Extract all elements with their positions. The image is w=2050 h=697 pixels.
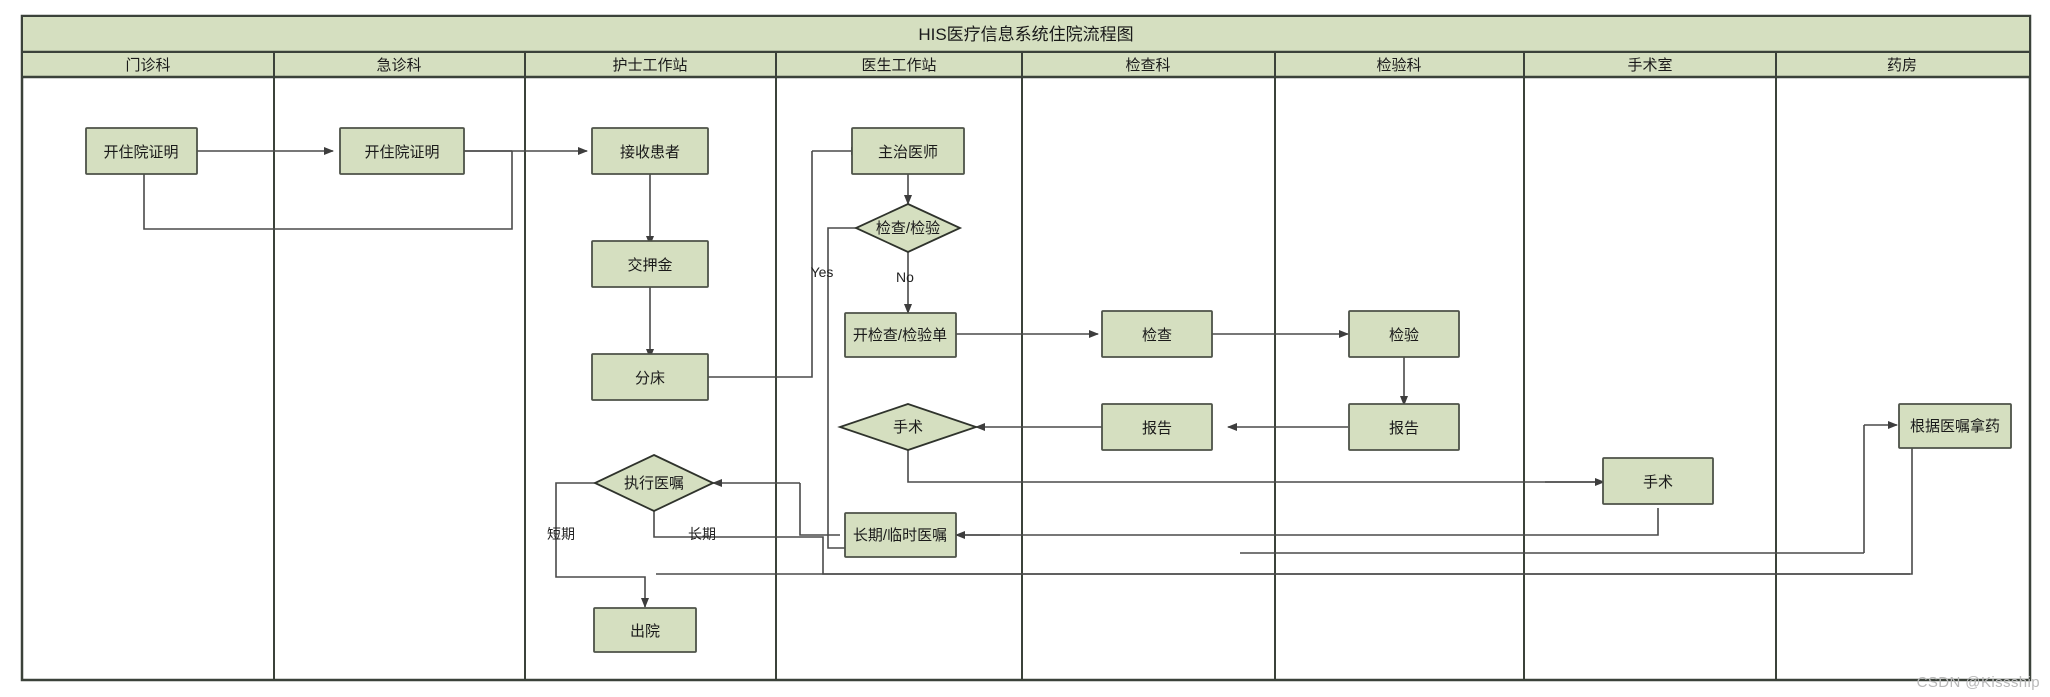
edge-orders-to-execute-route — [799, 483, 840, 536]
node-label: 分床 — [635, 370, 665, 387]
diagram-title: HIS医疗信息系统住院流程图 — [918, 25, 1133, 44]
node-label: 开住院证明 — [364, 143, 439, 161]
node-label: 执行医嘱 — [624, 475, 684, 492]
node-receive-patient[interactable]: 接收患者 — [591, 127, 709, 175]
edge-outpatient-bypass — [143, 151, 513, 230]
lane-header-labels: 门诊科 急诊科 护士工作站 医生工作站 检查科 检验科 手术室 药房 — [125, 57, 1917, 74]
lane-header-doctor-station[interactable]: 医生工作站 — [861, 57, 936, 74]
lane-header-examination[interactable]: 检查科 — [1125, 57, 1170, 74]
node-label: 检查 — [1142, 327, 1172, 344]
node-lab-report[interactable]: 报告 — [1348, 403, 1460, 451]
node-exam-or-lab-decision[interactable]: 检查/检验 — [853, 203, 963, 253]
node-label: 主治医师 — [878, 144, 938, 161]
edge-surgery-decision-to-operation-route — [907, 450, 1604, 483]
node-label: 报告 — [1142, 420, 1172, 437]
node-label: 交押金 — [627, 256, 672, 274]
lane-header-outpatient[interactable]: 门诊科 — [125, 57, 170, 74]
watermark: CSDN @Kissship — [1916, 674, 2040, 691]
node-assign-bed[interactable]: 分床 — [591, 353, 709, 401]
swimlane-frame — [20, 14, 2032, 682]
edge-label-long-term: 长期 — [688, 526, 716, 542]
lane-header-operating-room[interactable]: 手术室 — [1627, 57, 1672, 74]
edge-label-no: No — [896, 269, 914, 285]
node-execute-orders[interactable]: 执行医嘱 — [592, 454, 716, 512]
node-admit-cert-outpatient[interactable]: 开住院证明 — [85, 127, 198, 175]
node-admit-cert-emergency[interactable]: 开住院证明 — [339, 127, 465, 175]
node-label: 出院 — [630, 622, 660, 640]
node-discharge[interactable]: 出院 — [593, 607, 697, 653]
node-attending-doctor[interactable]: 主治医师 — [851, 127, 965, 175]
lane-header-nurse-station[interactable]: 护士工作站 — [612, 57, 687, 74]
node-surgery-decision[interactable]: 手术 — [837, 403, 979, 451]
node-issue-exam-order[interactable]: 开检查/检验单 — [844, 312, 957, 358]
node-longterm-temp-orders[interactable]: 长期/临时医嘱 — [844, 512, 957, 558]
edge-label-short-term: 短期 — [547, 526, 575, 542]
node-laboratory[interactable]: 检验 — [1348, 310, 1460, 358]
node-operation[interactable]: 手术 — [1602, 457, 1714, 505]
edge-label-yes: Yes — [811, 264, 834, 280]
edge-bed-to-attending-route — [708, 151, 813, 378]
node-label: 接收患者 — [620, 144, 680, 161]
node-dispense-medicine[interactable]: 根据医嘱拿药 — [1898, 403, 2012, 449]
node-examination[interactable]: 检查 — [1101, 310, 1213, 358]
lane-header-pharmacy[interactable]: 药房 — [1887, 57, 1917, 74]
node-label: 检查/检验 — [876, 220, 940, 237]
node-pay-deposit[interactable]: 交押金 — [591, 240, 709, 288]
lane-header-laboratory[interactable]: 检验科 — [1376, 57, 1421, 74]
node-label: 开检查/检验单 — [853, 327, 947, 344]
flow-connectors: 开检查/检验单 --> left down, loop to 手术 --> — [143, 147, 1913, 608]
node-label: 开住院证明 — [103, 143, 178, 161]
node-label: 根据医嘱拿药 — [1910, 417, 2000, 435]
edge-dispense-return — [656, 447, 1913, 575]
edge-operation-to-orders-route — [956, 508, 1659, 536]
node-label: 长期/临时医嘱 — [853, 527, 947, 544]
node-label: 手术 — [893, 419, 923, 436]
node-label: 检验 — [1389, 327, 1419, 344]
node-label: 手术 — [1643, 474, 1673, 491]
node-label: 报告 — [1389, 420, 1419, 437]
edge-execute-short-term — [555, 482, 649, 608]
lane-header-emergency[interactable]: 急诊科 — [376, 57, 421, 74]
node-exam-report[interactable]: 报告 — [1101, 403, 1213, 451]
